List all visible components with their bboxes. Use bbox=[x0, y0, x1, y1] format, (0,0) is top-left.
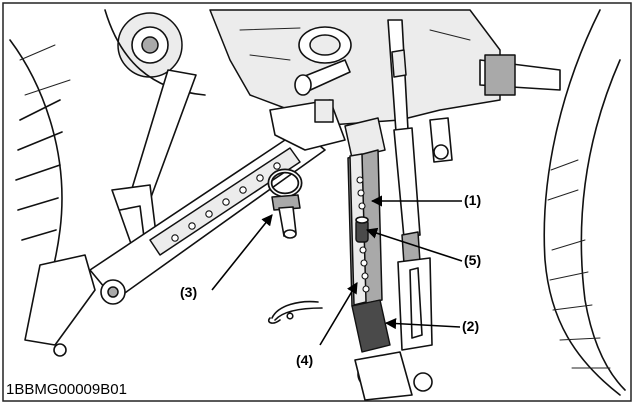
callout-3: (3) bbox=[180, 284, 198, 300]
callout-4: (4) bbox=[296, 352, 314, 368]
lift-rod-2 bbox=[387, 19, 453, 351]
left-lower-link bbox=[24, 99, 346, 357]
leader-5 bbox=[365, 227, 463, 262]
callout-2: (2) bbox=[462, 318, 480, 334]
lynch-pin-ring-3 bbox=[267, 168, 303, 239]
snap-pin-4 bbox=[267, 300, 323, 324]
lower-link-holes bbox=[171, 162, 281, 242]
leader-2 bbox=[384, 317, 461, 330]
leader-4 bbox=[319, 282, 358, 346]
right-tire bbox=[543, 9, 626, 396]
stabilizer-holes bbox=[356, 176, 370, 293]
callout-1: (1) bbox=[464, 192, 482, 208]
figure-code: 1BBMG00009B01 bbox=[6, 381, 127, 398]
pto-shaft bbox=[294, 26, 352, 96]
callout-5: (5) bbox=[464, 252, 482, 268]
leader-3 bbox=[211, 214, 273, 291]
axle-housing bbox=[209, 9, 561, 126]
pin-5 bbox=[355, 216, 369, 243]
leader-lines bbox=[211, 195, 463, 346]
